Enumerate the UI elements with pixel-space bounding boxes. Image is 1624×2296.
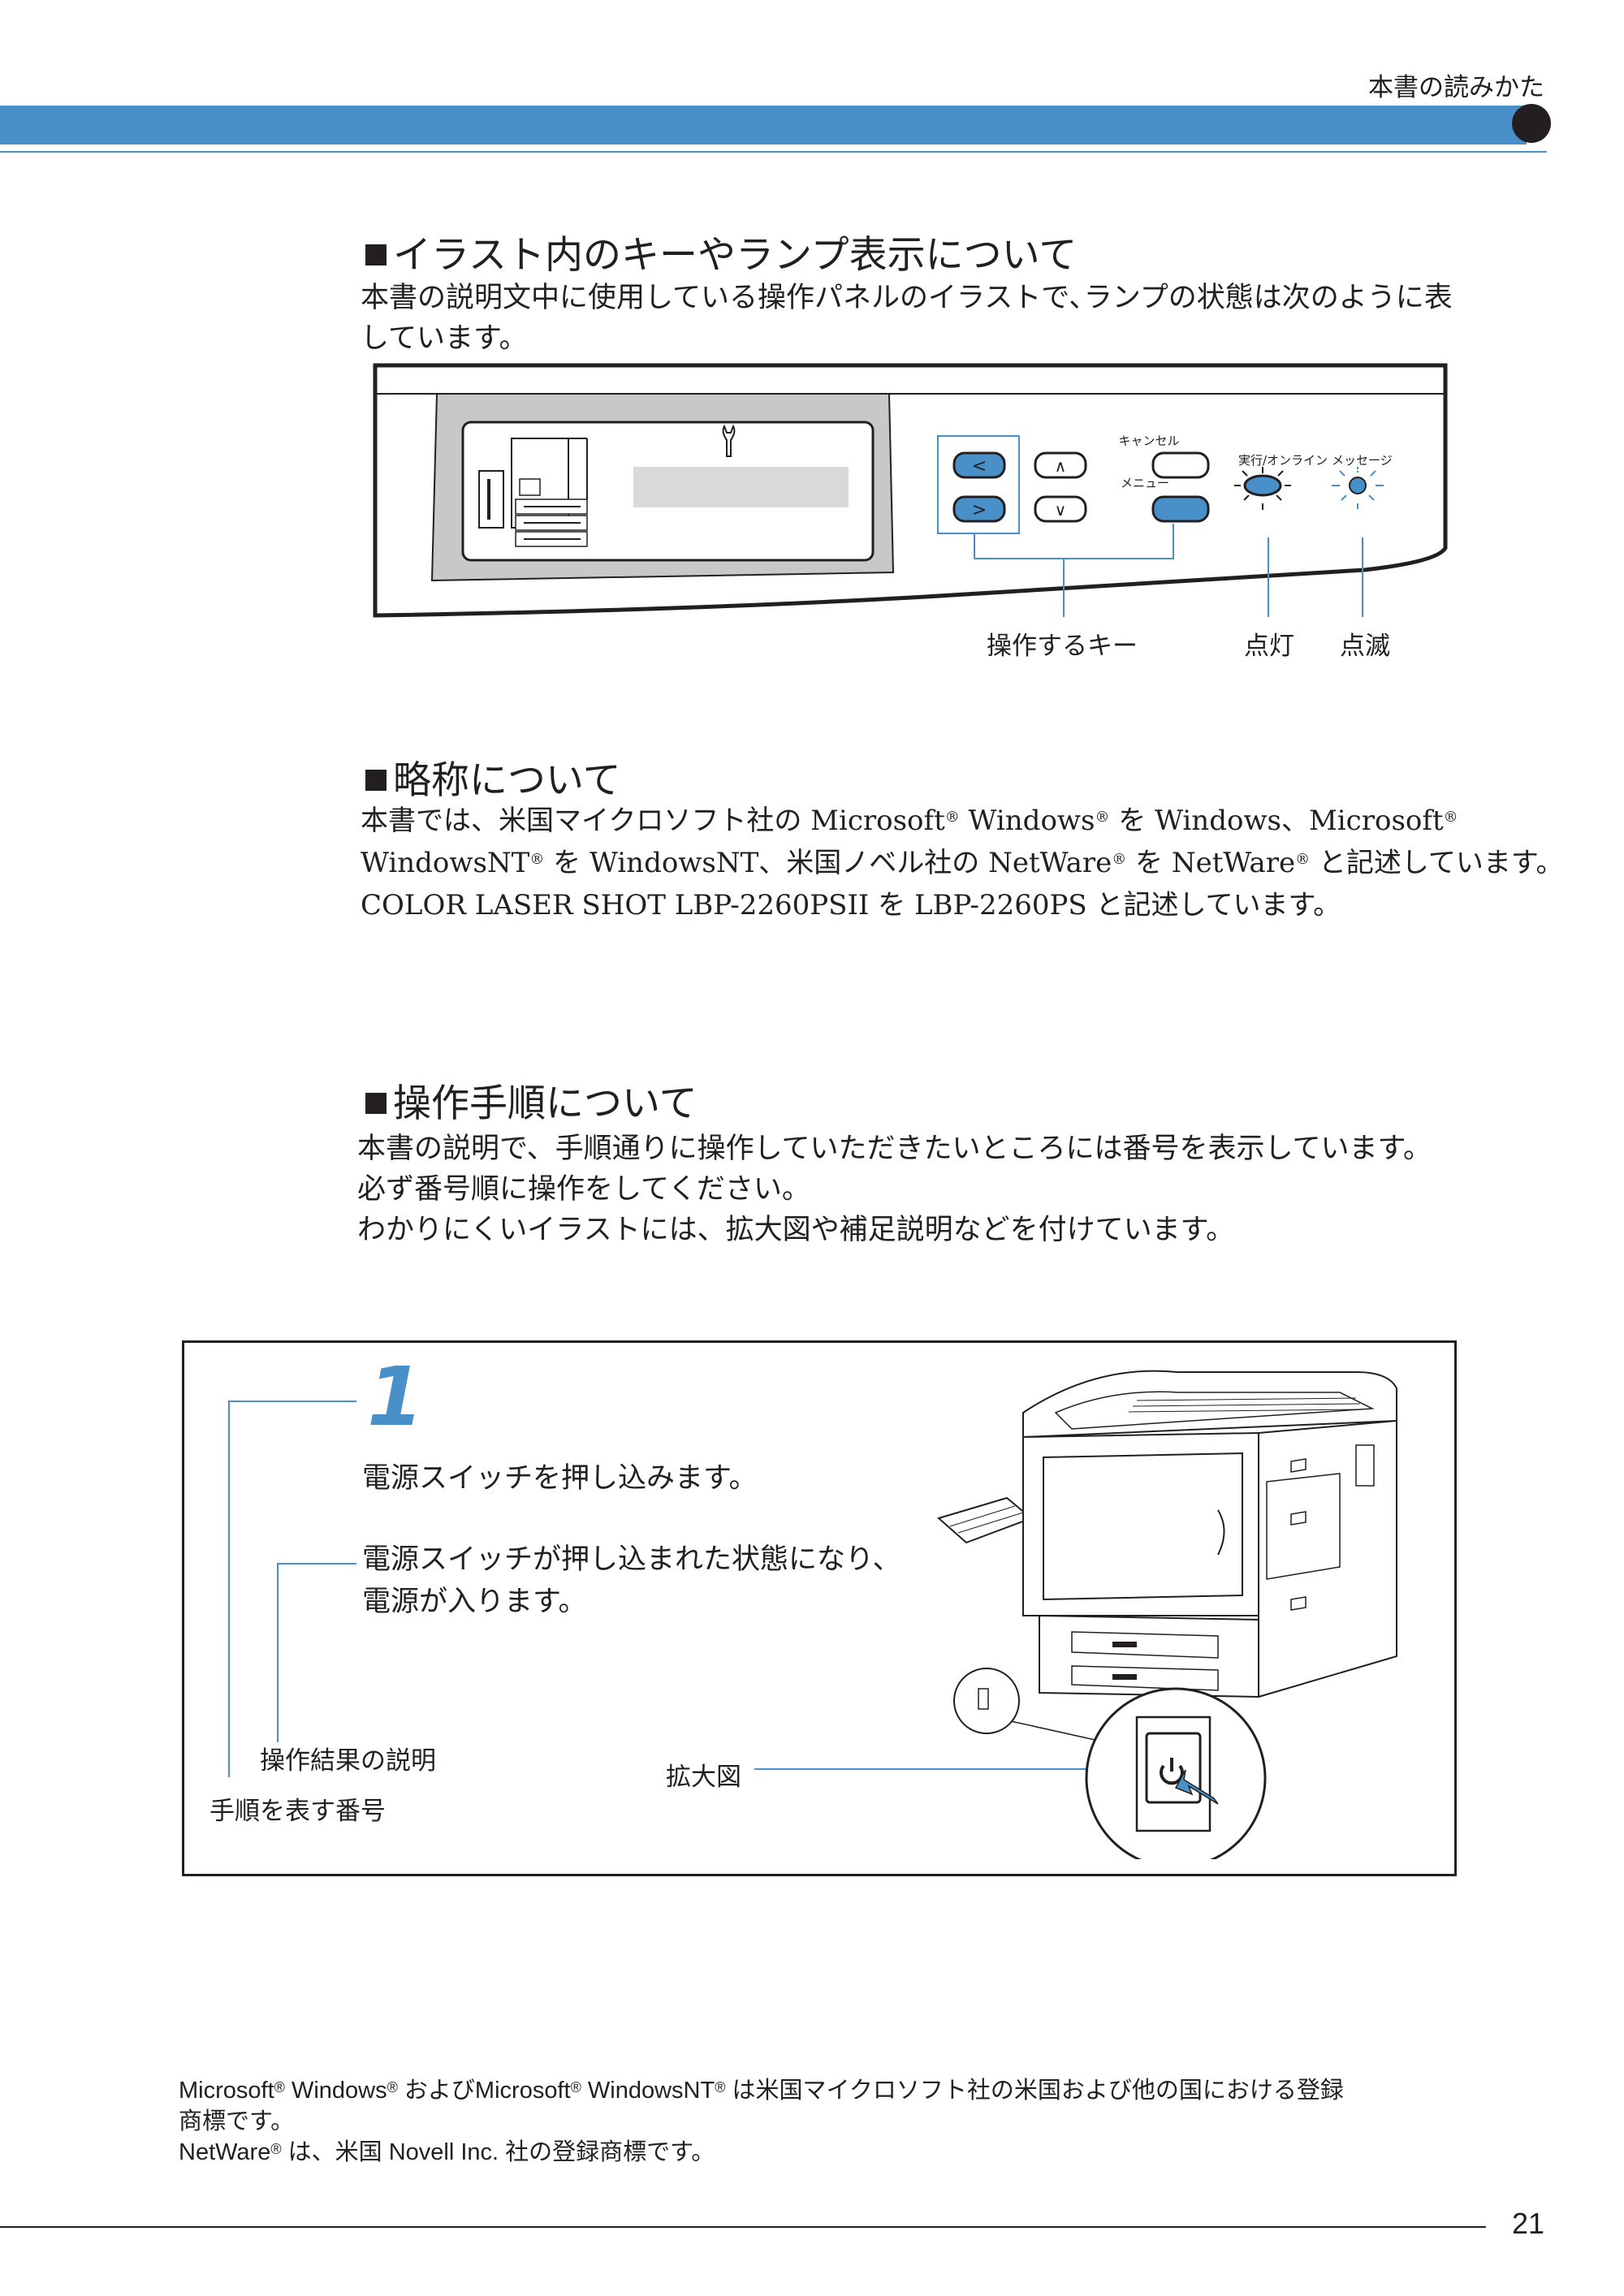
section-label: 本書の読みかた: [1368, 73, 1544, 102]
cancel-key: [1151, 451, 1210, 479]
step-instruction: 電源スイッチを押し込みます。: [362, 1462, 758, 1495]
abbrev-text-2: WindowsNT® を WindowsNT、米国ノベル社の NetWare® …: [361, 847, 1564, 879]
zoom-label: 拡大図: [666, 1763, 741, 1792]
blink-label: 点滅: [1340, 632, 1390, 661]
svg-text:∧: ∧: [1055, 456, 1067, 476]
message-lamp-blinking: [1332, 467, 1384, 509]
procedure-text-2: 必ず番号順に操作をしてください。: [357, 1173, 810, 1206]
page-number: 21: [1512, 2207, 1545, 2240]
number-label: 手順を表す番号: [209, 1797, 386, 1826]
printer-illustration: [936, 1370, 1397, 1859]
square-bullet-icon: [365, 770, 387, 791]
arrow-key-highlight: [937, 435, 1020, 534]
up-arrow-key: ∧: [1034, 451, 1087, 479]
online-lamp-label: 実行/オンライン: [1238, 453, 1328, 468]
lcd-message-area: [633, 467, 849, 507]
step-result-2: 電源が入ります。: [362, 1586, 587, 1618]
message-lamp-label: メッセージ: [1332, 453, 1393, 468]
square-bullet-icon: [365, 1093, 387, 1114]
illustration-heading: イラスト内のキーやランプ表示について: [365, 223, 1077, 279]
illustration-text-1: 本書の説明文中に使用している操作パネルのイラストで､ランプの状態は次のように表: [361, 282, 1453, 314]
procedure-text-3: わかりにくいイラストには、拡大図や補足説明などを付けています。: [357, 1214, 1235, 1246]
trademark-note-3: NetWare® は、米国 Novell Inc. 社の登録商標です。: [179, 2139, 715, 2165]
output-tray: [936, 1496, 1033, 1544]
procedure-text-1: 本書の説明で、手順通りに操作していただきたいところには番号を表示しています。: [357, 1133, 1432, 1165]
svg-text:>: >: [972, 500, 987, 520]
lit-label: 点灯: [1244, 632, 1294, 661]
square-bullet-icon: [365, 244, 387, 265]
footer-rule: [0, 2226, 1486, 2228]
printer-status-icon: [478, 438, 588, 547]
abbrev-text-1: 本書では、米国マイクロソフト社の Microsoft® Windows® を W…: [361, 805, 1458, 837]
header-rule: [0, 151, 1547, 153]
trademark-note-1: Microsoft® Windows® およびMicrosoft® Window…: [179, 2078, 1344, 2104]
step-example-box: [182, 1340, 1457, 1876]
procedure-heading: 操作手順について: [365, 1072, 698, 1128]
menu-key: [1151, 495, 1210, 523]
illustration-text-2: しています。: [361, 322, 528, 355]
svg-text:<: <: [972, 456, 987, 477]
keys-callout-line: [974, 524, 1174, 559]
step-number: 1: [367, 1349, 424, 1444]
abbrev-text-3: COLOR LASER SHOT LBP-2260PSII を LBP-2260…: [361, 889, 1341, 921]
online-lamp-lit: [1234, 467, 1291, 510]
down-arrow-key: ∨: [1034, 495, 1087, 523]
wrench-icon: [722, 424, 736, 457]
abbrev-heading: 略称について: [365, 749, 621, 805]
trademark-note-2: 商標です。: [179, 2108, 295, 2134]
power-icon: [1160, 1758, 1184, 1785]
keys-label: 操作するキー: [987, 632, 1138, 661]
result-callout-line: [277, 1563, 356, 1742]
number-callout-line: [228, 1400, 356, 1777]
left-arrow-key: <: [952, 451, 1006, 479]
step-result-1: 電源スイッチが押し込まれた状態になり、: [362, 1543, 901, 1576]
right-arrow-key: >: [952, 495, 1006, 523]
cancel-key-label: キャンセル: [1118, 434, 1179, 448]
press-arrow-icon: [1174, 1769, 1219, 1805]
result-label: 操作結果の説明: [260, 1746, 436, 1776]
menu-key-label: メニュー: [1121, 476, 1169, 490]
control-panel-illustration: < > ∧ ∨ キャンセル メニュー 実行/オンライン メッセージ: [373, 363, 1448, 661]
svg-text:∨: ∨: [1055, 500, 1067, 520]
header-dot: [1512, 104, 1551, 143]
header-bar: [0, 106, 1527, 145]
